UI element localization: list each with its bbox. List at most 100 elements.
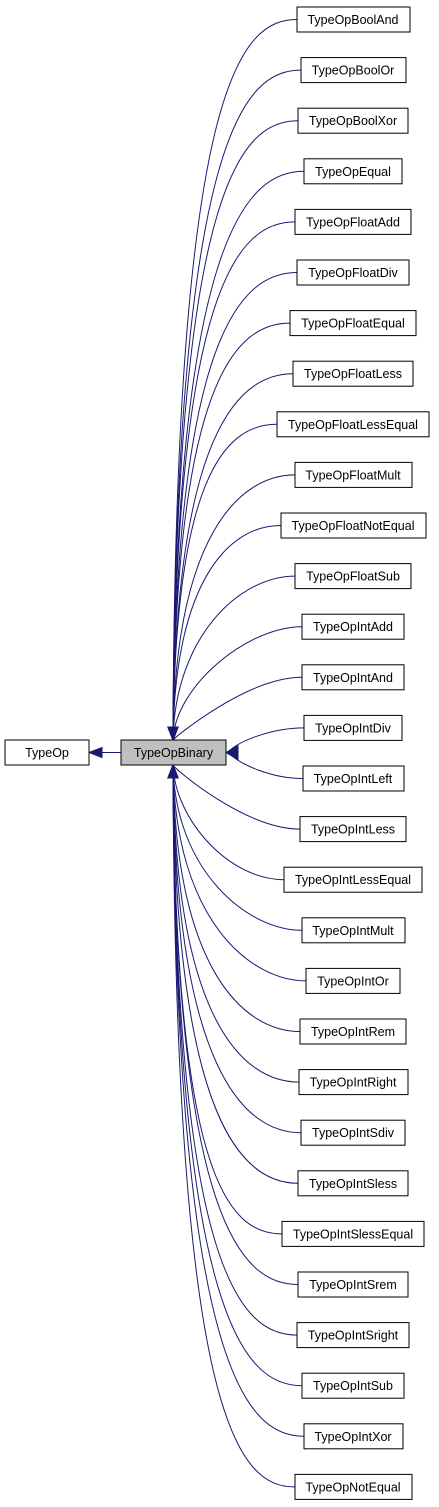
node-type-op-equal[interactable]: TypeOpEqual — [303, 158, 403, 185]
edge-type-op-int-add — [172, 626, 303, 752]
node-type-op-equal-label: TypeOpEqual — [315, 165, 391, 179]
node-type-op-float-add-label: TypeOpFloatAdd — [306, 215, 400, 229]
edges-layer — [87, 19, 307, 1488]
edge-type-op-float-not-equal — [172, 525, 282, 752]
node-type-op-int-right[interactable]: TypeOpIntRight — [298, 1069, 409, 1096]
node-type-op-bool-xor[interactable]: TypeOpBoolXor — [297, 107, 409, 134]
node-type-op-float-sub[interactable]: TypeOpFloatSub — [294, 563, 412, 590]
edge-type-op-int-or — [172, 764, 307, 982]
node-type-op-float-less[interactable]: TypeOpFloatLess — [292, 360, 414, 387]
node-type-op-int-less-equal-box — [283, 866, 423, 893]
node-type-op-float-add[interactable]: TypeOpFloatAdd — [294, 208, 412, 235]
edge-type-op-int-div — [227, 727, 305, 753]
node-type-op-int-mult-box — [301, 917, 406, 944]
node-type-op-int-sless[interactable]: TypeOpIntSless — [297, 1170, 409, 1197]
edge-type-op-int-less-equal — [172, 764, 285, 881]
node-type-op-float-less-equal[interactable]: TypeOpFloatLessEqual — [276, 411, 430, 438]
node-type-op-int-sdiv-box — [300, 1119, 406, 1146]
node-type-op-int-xor-label: TypeOpIntXor — [314, 1430, 391, 1444]
node-type-op-bool-xor-label: TypeOpBoolXor — [309, 114, 397, 128]
node-type-op-int-sub-box — [301, 1372, 405, 1399]
edge-type-op-int-sless-equal — [172, 764, 283, 1235]
node-type-op-int-rem[interactable]: TypeOpIntRem — [299, 1018, 407, 1045]
node-type-op-int-and[interactable]: TypeOpIntAnd — [301, 664, 405, 691]
node-type-op-int-sless-equal[interactable]: TypeOpIntSlessEqual — [281, 1220, 425, 1247]
node-type-op-int-xor[interactable]: TypeOpIntXor — [303, 1423, 404, 1450]
node-type-op-int-less[interactable]: TypeOpIntLess — [299, 816, 407, 843]
node-type-op-float-equal-label: TypeOpFloatEqual — [301, 317, 405, 331]
edge-type-op-float-less — [172, 373, 294, 752]
node-type-op-float-sub-label: TypeOpFloatSub — [306, 570, 400, 584]
node-type-op-float-less-equal-box — [276, 411, 430, 438]
child-nodes: TypeOpBoolAndTypeOpBoolOrTypeOpBoolXorTy… — [276, 6, 430, 1500]
node-type-op-float-not-equal-label: TypeOpFloatNotEqual — [292, 519, 415, 533]
node-typeopbinary[interactable]: TypeOpBinary — [120, 739, 227, 766]
node-type-op-int-mult[interactable]: TypeOpIntMult — [301, 917, 406, 944]
edge-type-op-int-sub — [172, 764, 303, 1387]
node-type-op-float-div-label: TypeOpFloatDiv — [308, 266, 398, 280]
node-type-op-bool-xor-box — [297, 107, 409, 134]
node-type-op-int-sright-label: TypeOpIntSright — [308, 1329, 399, 1343]
edge-type-op-float-sub — [172, 575, 296, 752]
node-type-op-int-left-box — [302, 765, 405, 792]
node-type-op-int-sless-label: TypeOpIntSless — [309, 1177, 397, 1191]
node-type-op-int-less-equal[interactable]: TypeOpIntLessEqual — [283, 866, 423, 893]
node-type-op-int-rem-label: TypeOpIntRem — [311, 1025, 395, 1039]
node-type-op-float-not-equal-box — [280, 512, 427, 539]
node-type-op-float-add-box — [294, 208, 412, 235]
edge-type-op-int-mult — [172, 764, 303, 931]
node-type-op-int-add-box — [301, 613, 405, 640]
edge-type-op-bool-xor — [172, 120, 299, 752]
node-type-op-bool-and-label: TypeOpBoolAnd — [307, 13, 398, 27]
node-type-op-float-not-equal[interactable]: TypeOpFloatNotEqual — [280, 512, 427, 539]
node-type-op-int-sub[interactable]: TypeOpIntSub — [301, 1372, 405, 1399]
node-type-op-float-sub-box — [294, 563, 412, 590]
edge-type-op-int-sless — [172, 764, 299, 1184]
node-type-op-int-less-box — [299, 816, 407, 843]
node-type-op-float-div[interactable]: TypeOpFloatDiv — [296, 259, 410, 286]
edge-type-op-int-and-arrowhead — [167, 726, 179, 742]
node-type-op-int-or-label: TypeOpIntOr — [317, 974, 389, 988]
node-type-op-int-sless-box — [297, 1170, 409, 1197]
edge-type-op-int-less — [172, 764, 301, 830]
node-type-op-int-sless-equal-box — [281, 1220, 425, 1247]
node-type-op-bool-or[interactable]: TypeOpBoolOr — [300, 57, 407, 84]
node-type-op-float-less-box — [292, 360, 414, 387]
node-type-op-not-equal-label: TypeOpNotEqual — [305, 1480, 400, 1494]
node-type-op-bool-or-box — [300, 57, 407, 84]
node-type-op-bool-and[interactable]: TypeOpBoolAnd — [296, 6, 411, 33]
node-type-op-int-less-label: TypeOpIntLess — [311, 823, 395, 837]
edge-type-op-int-sdiv — [172, 764, 302, 1134]
node-type-op-float-mult[interactable]: TypeOpFloatMult — [294, 461, 413, 488]
node-type-op-int-left[interactable]: TypeOpIntLeft — [302, 765, 405, 792]
node-type-op-int-less-equal-label: TypeOpIntLessEqual — [295, 873, 411, 887]
node-type-op-int-and-label: TypeOpIntAnd — [313, 671, 393, 685]
edge-type-op-equal — [172, 170, 305, 752]
node-type-op-bool-or-label: TypeOpBoolOr — [312, 64, 395, 78]
node-typeop[interactable]: TypeOp — [4, 739, 90, 766]
node-type-op-float-less-label: TypeOpFloatLess — [304, 367, 402, 381]
node-type-op-float-mult-label: TypeOpFloatMult — [305, 468, 401, 482]
node-type-op-int-srem[interactable]: TypeOpIntSrem — [297, 1271, 409, 1298]
node-typeop-box — [4, 739, 90, 766]
node-type-op-int-or[interactable]: TypeOpIntOr — [305, 967, 401, 994]
node-type-op-int-left-label: TypeOpIntLeft — [314, 772, 393, 786]
node-typeopbinary-box — [120, 739, 227, 766]
node-type-op-int-sless-equal-label: TypeOpIntSlessEqual — [293, 1227, 413, 1241]
node-type-op-int-add[interactable]: TypeOpIntAdd — [301, 613, 405, 640]
edge-type-op-bool-and — [172, 19, 298, 752]
node-type-op-not-equal[interactable]: TypeOpNotEqual — [294, 1473, 413, 1500]
node-type-op-int-sright[interactable]: TypeOpIntSright — [296, 1322, 410, 1349]
node-type-op-int-srem-box — [297, 1271, 409, 1298]
node-typeopbinary-label: TypeOpBinary — [134, 746, 214, 760]
node-type-op-int-div[interactable]: TypeOpIntDiv — [303, 714, 403, 741]
edge-type-op-int-left-arrowhead — [224, 750, 239, 761]
node-type-op-int-and-box — [301, 664, 405, 691]
node-type-op-int-sub-label: TypeOpIntSub — [313, 1379, 393, 1393]
edge-type-op-float-add — [172, 221, 296, 752]
edge-type-op-not-equal — [172, 764, 296, 1488]
node-type-op-int-sdiv[interactable]: TypeOpIntSdiv — [300, 1119, 406, 1146]
node-type-op-float-equal[interactable]: TypeOpFloatEqual — [289, 310, 417, 337]
node-type-op-int-xor-box — [303, 1423, 404, 1450]
